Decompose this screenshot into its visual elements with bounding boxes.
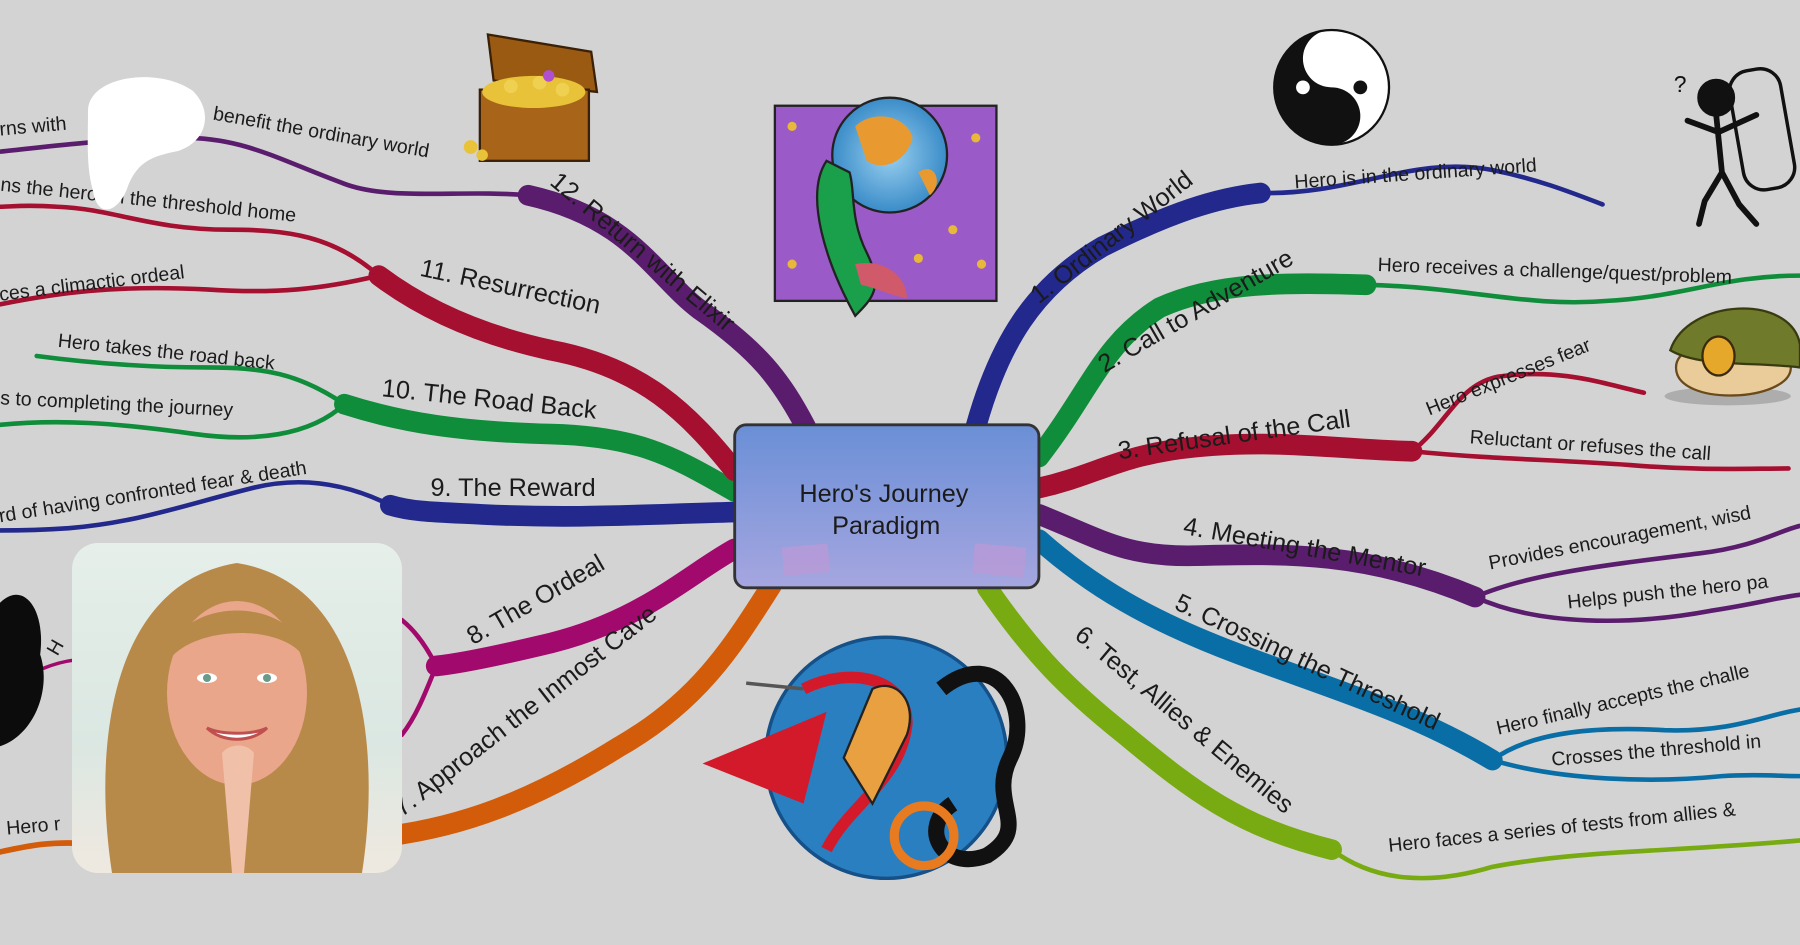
sub-label: rns with [0,113,67,141]
hero-fighting-dragon-icon [702,635,1026,881]
central-node: Hero's Journey Paradigm [733,423,1041,590]
branch-call-to-adventure [1028,273,1800,468]
globe-atlas-icon [773,96,998,318]
branch-meeting-the-mentor [1028,504,1800,623]
svg-text:?: ? [1674,71,1687,97]
branch-refusal-of-the-call [1028,371,1791,499]
portrait-image [105,563,369,873]
sub-label: Hero is in the ordinary world [1294,154,1538,193]
branch-resurrection [0,203,746,482]
sub-label: Crosses the threshold in [1551,731,1762,771]
sub-label: s to completing the journey [0,387,234,421]
scared-turtle-icon [1664,307,1800,406]
sub-label: Hero receives a challenge/quest/problem [1377,254,1732,288]
branch-the-reward [0,479,746,533]
stick-figure-icon: ? [1674,67,1797,227]
sub-label: H [43,636,69,659]
treasure-chest-icon [463,33,599,162]
sub-label: rd of having confronted fear & death [0,457,308,527]
publication-logo [87,77,205,210]
central-title-line1: Hero's Journey [799,480,968,508]
branch-the-ordeal [41,538,746,738]
central-title-line2: Paradigm [832,512,940,540]
black-silhouette-icon [0,594,44,747]
branch-return-with-elixir [0,135,817,438]
sub-label: benefit the ordinary world [212,103,431,163]
branch-the-road-back [0,353,746,502]
branch-label-2: 2. Call to Adventure [1093,244,1298,378]
sub-label: ces a climactic ordeal [0,261,186,306]
branch-ordinary-world [965,164,1605,438]
branch-test-allies-enemies [976,577,1800,881]
author-photo [72,543,402,873]
branch-label-5: 5. Crossing the Threshold [1171,589,1444,736]
branch-label-1: 1. Ordinary World [1025,165,1198,309]
branch-label-9: 9. The Reward [430,474,595,502]
yin-yang-icon [1273,28,1391,146]
sub-label: Hero r [5,813,61,840]
branch-crossing-the-threshold [1028,529,1800,782]
